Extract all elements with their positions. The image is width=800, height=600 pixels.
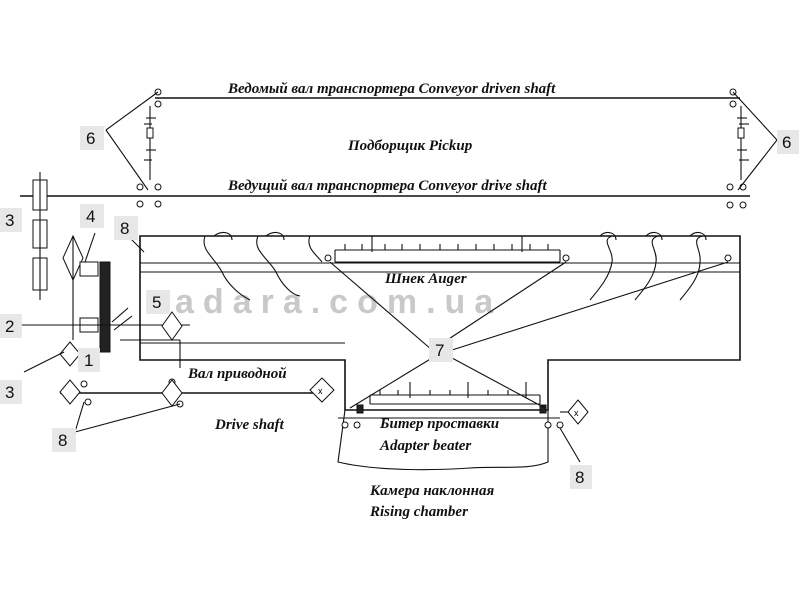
watermark: adara.com.ua [175, 283, 502, 321]
bearing-drive-left-d [154, 200, 162, 208]
auger-bearing-mid [562, 254, 570, 262]
svg-text:3: 3 [5, 383, 14, 402]
label-adapter-beater-ru: Битер проставки [379, 416, 499, 432]
callout-5: 5 [146, 290, 170, 314]
label-adapter-beater-en: Adapter beater [379, 438, 471, 454]
bearing-drive-left-c [136, 200, 144, 208]
drive-joint-x: x [318, 386, 323, 396]
label-drive-shaft-en: Drive shaft [214, 417, 285, 433]
svg-text:6: 6 [782, 133, 791, 152]
drive-bearing-b [84, 398, 92, 406]
label-auger: Шнек Auger [384, 271, 467, 287]
svg-text:8: 8 [120, 219, 129, 238]
callout-7: 7 [429, 338, 453, 362]
beater-bearing-left-b [353, 421, 361, 429]
callout-6-right: 6 [777, 130, 799, 154]
callout-1: 1 [78, 348, 100, 372]
beater-bearing-right-b [556, 421, 564, 429]
label-rising-chamber-ru: Камера наклонная [369, 483, 494, 499]
bearing-drive-right-d [739, 201, 747, 209]
bearing-drive-left-a [136, 183, 144, 191]
svg-text:1: 1 [84, 351, 93, 370]
callout-8-bottom-right: 8 [570, 465, 592, 489]
svg-text:3: 3 [5, 211, 14, 230]
callout-8-bottom-left: 8 [52, 428, 76, 452]
callout-4: 4 [80, 204, 104, 228]
beater-bearing-left-a [341, 421, 349, 429]
callout-8-top: 8 [114, 216, 138, 240]
callout-3-bottom: 3 [0, 380, 22, 404]
svg-text:7: 7 [435, 341, 444, 360]
left-drive-train [20, 172, 190, 405]
auger-bearing-left [324, 254, 332, 262]
beater-sprocket-right [539, 404, 547, 414]
auger-fingers [334, 236, 561, 263]
beater-sprocket-left [356, 404, 364, 414]
svg-text:2: 2 [5, 317, 14, 336]
label-conveyor-drive-shaft: Ведущий вал транспортера Conveyor drive … [227, 178, 547, 194]
beater-bearing-right-a [544, 421, 552, 429]
label-conveyor-driven-shaft: Ведомый вал транспортера Conveyor driven… [227, 81, 556, 97]
bearing-drive-left-b [154, 183, 162, 191]
adapter-beater [345, 382, 548, 411]
drive-bearing-a [80, 380, 88, 388]
rising-chamber-skirt [337, 409, 549, 471]
label-rising-chamber-en: Rising chamber [369, 504, 468, 520]
label-drive-shaft-ru: Вал приводной [187, 366, 287, 382]
callout-2: 2 [0, 314, 22, 338]
pickup-left-chain [144, 106, 156, 180]
svg-text:6: 6 [86, 129, 95, 148]
auger-flights-left [203, 231, 323, 301]
svg-text:5: 5 [152, 293, 161, 312]
drive-shaft-joint-right [309, 377, 335, 403]
svg-text:4: 4 [86, 207, 95, 226]
leader-lines [23, 91, 778, 463]
pickup-right-chain [737, 106, 749, 180]
auger-bearing-right [724, 254, 732, 262]
label-pickup: Подборщик Pickup [347, 138, 473, 154]
auger-flights-right [589, 231, 707, 301]
callout-6-left: 6 [80, 126, 104, 150]
beater-cardan-joint [567, 399, 589, 425]
svg-text:8: 8 [58, 431, 67, 450]
bearing-driven-right-lower [729, 100, 737, 108]
beater-cardan-x: x [574, 408, 579, 418]
callout-3-top: 3 [0, 208, 22, 232]
svg-text:8: 8 [575, 468, 584, 487]
bearing-drive-right-a [726, 183, 734, 191]
bearing-drive-right-c [726, 201, 734, 209]
bearing-driven-left-lower [154, 100, 162, 108]
